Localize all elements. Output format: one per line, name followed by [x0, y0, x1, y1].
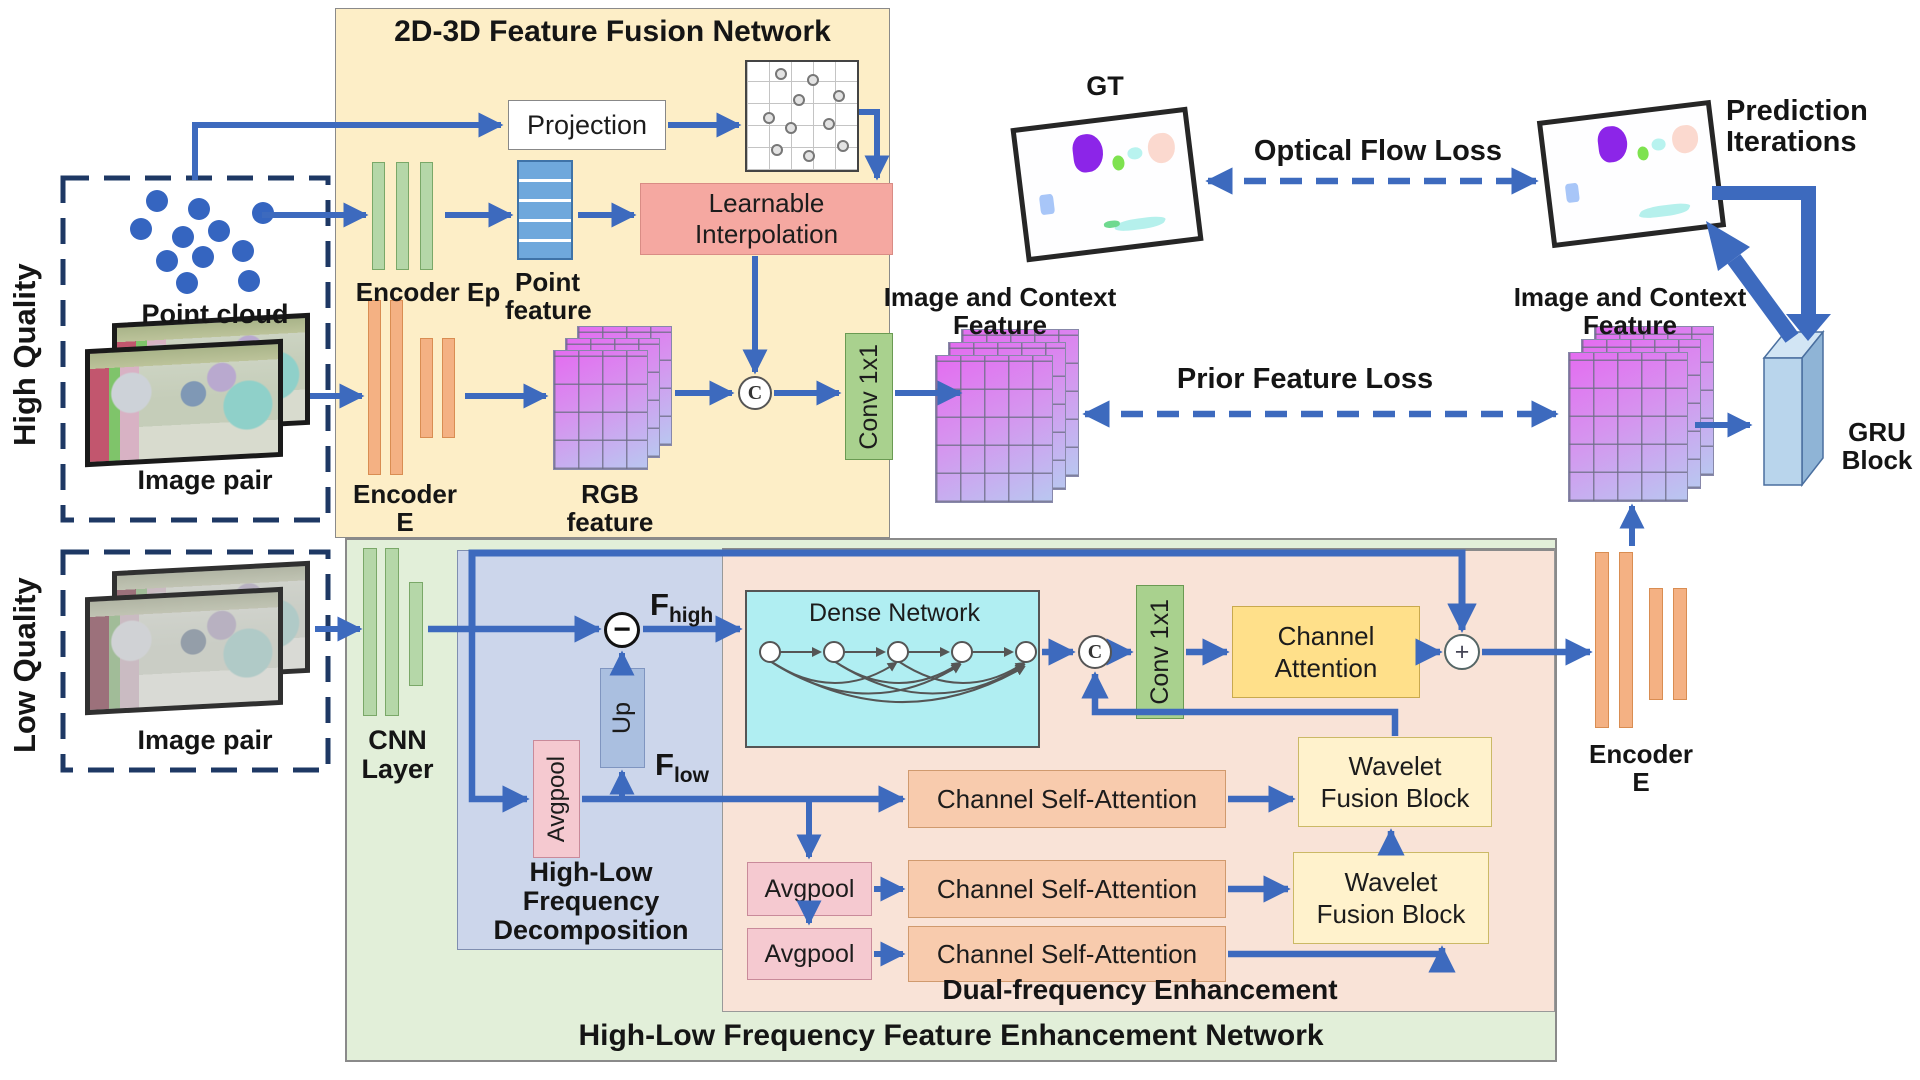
encoder-e-right-bar — [1649, 588, 1663, 700]
flow-blob — [1111, 154, 1126, 172]
avgpool-box: Avgpool — [747, 862, 872, 916]
channel-self-attention-box: Channel Self-Attention — [908, 770, 1226, 828]
encoder-e-right-bar — [1619, 552, 1633, 728]
fusion-network-title: 2D-3D Feature Fusion Network — [394, 15, 831, 48]
encoder-e-bar — [420, 338, 433, 438]
point-cloud-dot — [172, 226, 194, 248]
low-quality-label: Low Quality — [7, 577, 42, 753]
flow-blob — [1146, 131, 1177, 165]
point-cloud-dot — [156, 250, 178, 272]
channel-self-attention-box: Channel Self-Attention — [908, 926, 1226, 982]
gru-block — [1756, 320, 1831, 495]
dense-network-graph — [759, 641, 1037, 704]
rgb-feature-layer — [553, 350, 648, 470]
encoder-e-bar — [390, 300, 403, 475]
avgpool-rotated-box: Avgpool — [533, 740, 580, 858]
encoder-ep-bar — [396, 162, 409, 270]
flow-blob — [1595, 124, 1630, 164]
cnn-bar — [385, 548, 399, 716]
conv1x1-top-box: Conv 1x1 — [845, 333, 893, 460]
flow-blob — [1070, 132, 1106, 174]
concat-node-icon: C — [738, 376, 772, 410]
dense-network-box: Dense Network — [745, 590, 1040, 748]
encoder-e-right-bar — [1595, 552, 1609, 728]
flow-blob — [1564, 182, 1581, 204]
point-cloud-dot — [192, 246, 214, 268]
gru-block-shape — [1762, 329, 1825, 488]
flow-blob — [1126, 146, 1143, 161]
flow-blob — [1038, 193, 1055, 216]
channel-self-attention-box: Channel Self-Attention — [908, 860, 1226, 918]
flow-blob — [1670, 123, 1701, 155]
subtract-node-icon: − — [604, 612, 640, 648]
point-cloud-dot — [146, 190, 168, 212]
cnn-bar — [409, 582, 423, 686]
dual-frequency-title: Dual-frequency Enhancement — [942, 974, 1338, 1005]
point-cloud-dot — [208, 220, 230, 242]
point-cloud-label: Point cloud — [141, 299, 289, 329]
up-box: Up — [600, 668, 645, 768]
flow-blob — [1112, 214, 1169, 233]
image-pair-hq-label: Image pair — [137, 465, 273, 495]
optical-flow-loss-label: Optical Flow Loss — [1253, 135, 1503, 167]
high-quality-label: High Quality — [7, 263, 42, 447]
prediction-flow-image — [1536, 99, 1727, 249]
point-cloud-dot — [130, 218, 152, 240]
prior-feature-loss-label: Prior Feature Loss — [1176, 363, 1434, 395]
point-feature-stack — [517, 160, 573, 260]
point-cloud-dot — [176, 272, 198, 294]
encoder-ep-label: Encoder Ep — [355, 277, 501, 307]
image-context-right-layer — [1568, 352, 1688, 502]
encoder-ep-bar — [420, 162, 433, 270]
projection-box: Projection — [508, 100, 666, 150]
projected-points-grid — [745, 60, 859, 172]
dense-network-label: Dense Network — [809, 599, 980, 627]
add-node-icon: + — [1444, 634, 1480, 670]
image-context-left-layer — [935, 355, 1053, 503]
gt-flow-image — [1010, 106, 1204, 263]
encoder-e-right-bar — [1673, 588, 1687, 700]
flow-blob — [1650, 137, 1667, 152]
flow-blob — [1637, 202, 1692, 220]
f-high-label: Fhigh — [650, 587, 714, 628]
gt-label: GT — [1086, 71, 1124, 101]
flow-blob — [1636, 145, 1650, 162]
cnn-bar — [363, 548, 377, 716]
concat-node-icon: C — [1078, 635, 1112, 669]
photo-front — [85, 586, 283, 716]
point-cloud-dot — [252, 202, 274, 224]
encoder-e-bar — [368, 300, 381, 475]
encoder-e-bar — [442, 338, 455, 438]
f-low-label: Flow — [655, 747, 709, 788]
point-cloud — [120, 188, 300, 294]
conv1x1-bottom-box: Conv 1x1 — [1136, 585, 1184, 719]
encoder-ep-bar — [372, 162, 385, 270]
enhancement-network-title: High-Low Frequency Feature Enhancement N… — [578, 1019, 1324, 1052]
point-cloud-dot — [232, 240, 254, 262]
point-cloud-dot — [188, 198, 210, 220]
point-cloud-dot — [238, 270, 260, 292]
image-pair-lq-label: Image pair — [137, 725, 273, 755]
photo-front — [85, 338, 283, 468]
avgpool-box: Avgpool — [747, 928, 872, 980]
